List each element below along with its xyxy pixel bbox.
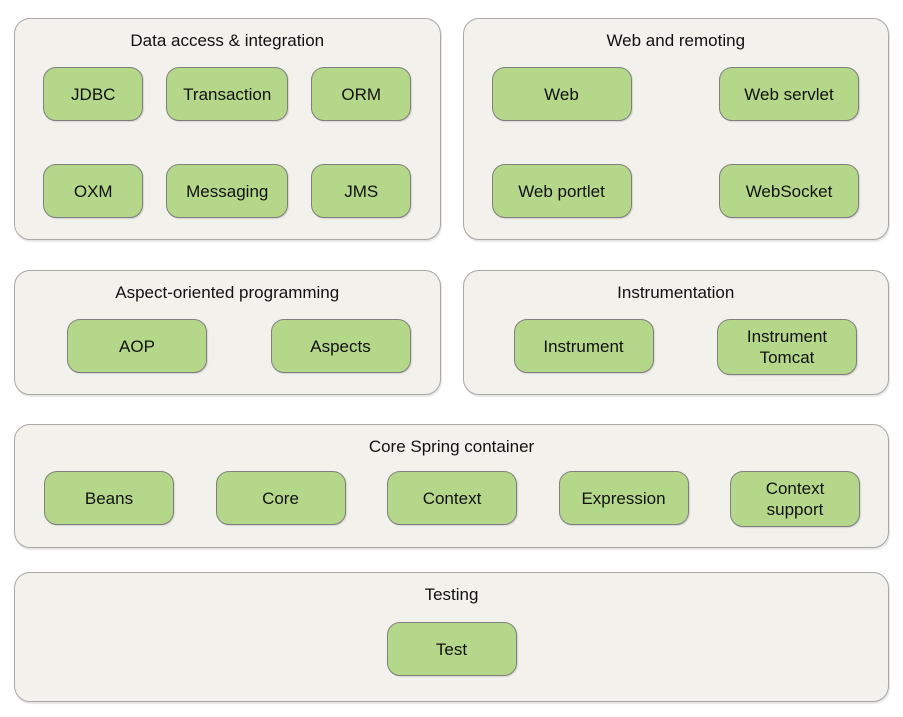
section-testing: Testing Test [14, 572, 889, 702]
module-jms: JMS [311, 164, 412, 218]
aop-row: AOP Aspects [15, 319, 440, 373]
section-aspect-oriented-programming: Aspect-oriented programming AOP Aspects [14, 270, 441, 395]
instrumentation-row: Instrument Instrument Tomcat [464, 319, 889, 375]
section-core-spring-container: Core Spring container Beans Core Context… [14, 424, 889, 548]
section-title-instrumentation: Instrumentation [617, 283, 735, 302]
module-aop: AOP [67, 319, 207, 373]
testing-row: Test [15, 622, 888, 676]
module-websocket: WebSocket [719, 164, 859, 218]
module-instrument: Instrument [513, 319, 654, 373]
core-row: Beans Core Context Expression Context su… [15, 471, 888, 527]
diagram-row-1: Data access & integration JDBC Transacti… [14, 18, 889, 240]
module-transaction: Transaction [166, 67, 289, 121]
module-core: Core [215, 471, 346, 525]
module-test: Test [386, 622, 517, 676]
web-row-1: Web Web servlet [464, 67, 889, 121]
module-jdbc: JDBC [43, 67, 144, 121]
diagram-row-2: Aspect-oriented programming AOP Aspects … [14, 270, 889, 395]
section-web-and-remoting: Web and remoting Web Web servlet Web por… [462, 18, 889, 240]
module-web-servlet: Web servlet [719, 67, 859, 121]
module-oxm: OXM [43, 164, 144, 218]
section-title-aop: Aspect-oriented programming [115, 283, 340, 302]
module-context: Context [387, 471, 517, 525]
module-web: Web [491, 67, 632, 121]
data-access-row-1: JDBC Transaction ORM [15, 67, 440, 121]
section-data-access-integration: Data access & integration JDBC Transacti… [14, 18, 441, 240]
data-access-row-2: OXM Messaging JMS [15, 164, 440, 218]
section-title-core: Core Spring container [368, 437, 535, 456]
section-title-testing: Testing [424, 585, 479, 604]
module-aspects: Aspects [270, 319, 411, 373]
module-messaging: Messaging [166, 164, 289, 218]
module-orm: ORM [311, 67, 412, 121]
module-expression: Expression [558, 471, 689, 525]
web-row-2: Web portlet WebSocket [464, 164, 889, 218]
module-context-support: Context support [730, 471, 860, 527]
module-beans: Beans [44, 471, 174, 525]
module-web-portlet: Web portlet [491, 164, 632, 218]
section-title-data-access: Data access & integration [130, 31, 325, 50]
module-instrument-tomcat: Instrument Tomcat [717, 319, 857, 375]
section-instrumentation: Instrumentation Instrument Instrument To… [462, 270, 889, 395]
section-title-web: Web and remoting [606, 31, 746, 50]
